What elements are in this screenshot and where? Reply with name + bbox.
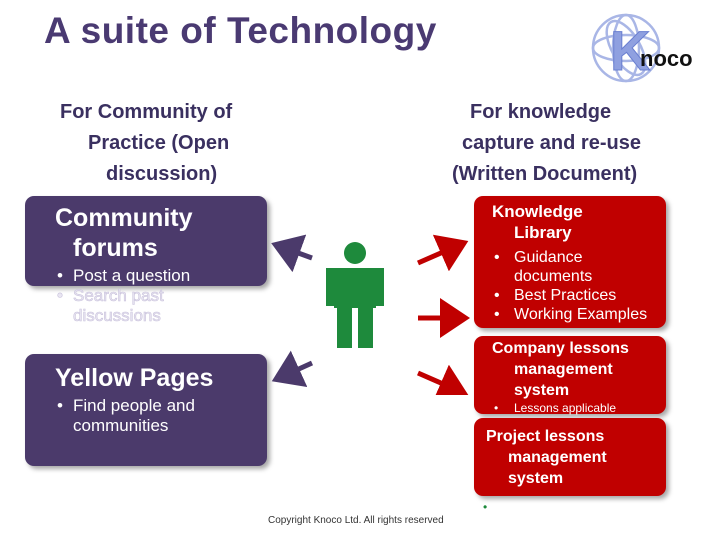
arrow-to-knowledge-library	[416, 234, 469, 272]
yellow-pages-content: Yellow Pages • Find people and communiti…	[55, 363, 270, 436]
list-item-continuation: communities	[73, 416, 169, 435]
knowledge-library-title: Library	[514, 223, 572, 242]
company-lessons-box	[474, 336, 666, 414]
knoco-logo: K noco	[588, 6, 708, 86]
knowledge-library-title: Knowledge	[492, 202, 583, 221]
bullet-icon: •	[494, 249, 500, 266]
knowledge-library-content: Knowledge Library • Guidance documents •…	[492, 201, 672, 324]
list-item: • Working Examples	[494, 306, 648, 323]
right-heading-line: For knowledge	[470, 101, 612, 123]
bullet-icon: •	[57, 266, 63, 285]
community-forums-title: forums	[73, 234, 158, 262]
community-forums-box	[25, 196, 267, 286]
copyright-notice: Copyright Knoco Ltd. All rights reserved	[268, 515, 444, 526]
left-heading: For Community of Practice (Open discussi…	[60, 97, 320, 190]
bullet-icon: •	[494, 287, 500, 304]
arrow-to-yellow-pages	[271, 350, 314, 388]
company-lessons-title: management	[514, 361, 613, 378]
logo-letter: K	[610, 19, 650, 82]
list-item-continuation: documents	[514, 268, 593, 285]
bullet-icon: •	[494, 401, 499, 415]
list-item: • Lessons applicable	[494, 401, 617, 415]
arrows-layer	[271, 234, 470, 395]
company-lessons-title: Company lessons	[492, 340, 629, 357]
logo-text: noco	[640, 46, 693, 71]
arrow-to-project-lessons	[416, 364, 469, 395]
left-heading-line: For Community of	[60, 101, 233, 123]
arrow-to-community-forums	[271, 234, 313, 273]
project-lessons-title: Project lessons	[486, 428, 605, 445]
project-lessons-title: system	[508, 470, 564, 487]
community-forums-title: Community	[55, 204, 193, 232]
right-heading-line: capture and re-use	[462, 132, 641, 154]
company-lessons-title: system	[514, 382, 570, 399]
list-item-continuation: discussions	[73, 306, 161, 326]
yellow-pages-box	[25, 354, 267, 466]
person-icon	[326, 242, 384, 348]
bullet-icon: •	[57, 286, 64, 306]
list-item: • Best Practices	[494, 287, 617, 304]
stray-bullet: •	[483, 500, 488, 514]
page-title: A suite of Technology	[44, 10, 437, 51]
right-heading: For knowledge capture and re-use (Writte…	[452, 97, 692, 190]
community-forums-content: Community forums • Post a question • Sea…	[55, 203, 295, 326]
company-lessons-content: Company lessons management system • Less…	[492, 338, 668, 415]
left-heading-line: discussion)	[106, 163, 218, 185]
bullet-icon: •	[57, 396, 63, 415]
project-lessons-content: Project lessons management system	[486, 426, 662, 489]
list-item: • Search past	[57, 286, 164, 306]
left-heading-line: Practice (Open	[88, 132, 230, 154]
knoco-logo-icon: K noco	[591, 13, 693, 83]
project-lessons-title: management	[508, 449, 607, 466]
right-heading-line: (Written Document)	[452, 163, 638, 185]
list-item: • Post a question	[57, 266, 191, 285]
project-lessons-box	[474, 418, 666, 496]
list-item: • Guidance	[494, 249, 583, 266]
list-item: • Find people and	[57, 396, 195, 415]
knowledge-library-box	[474, 196, 666, 328]
bullet-icon: •	[494, 306, 500, 323]
yellow-pages-title: Yellow Pages	[55, 364, 214, 392]
